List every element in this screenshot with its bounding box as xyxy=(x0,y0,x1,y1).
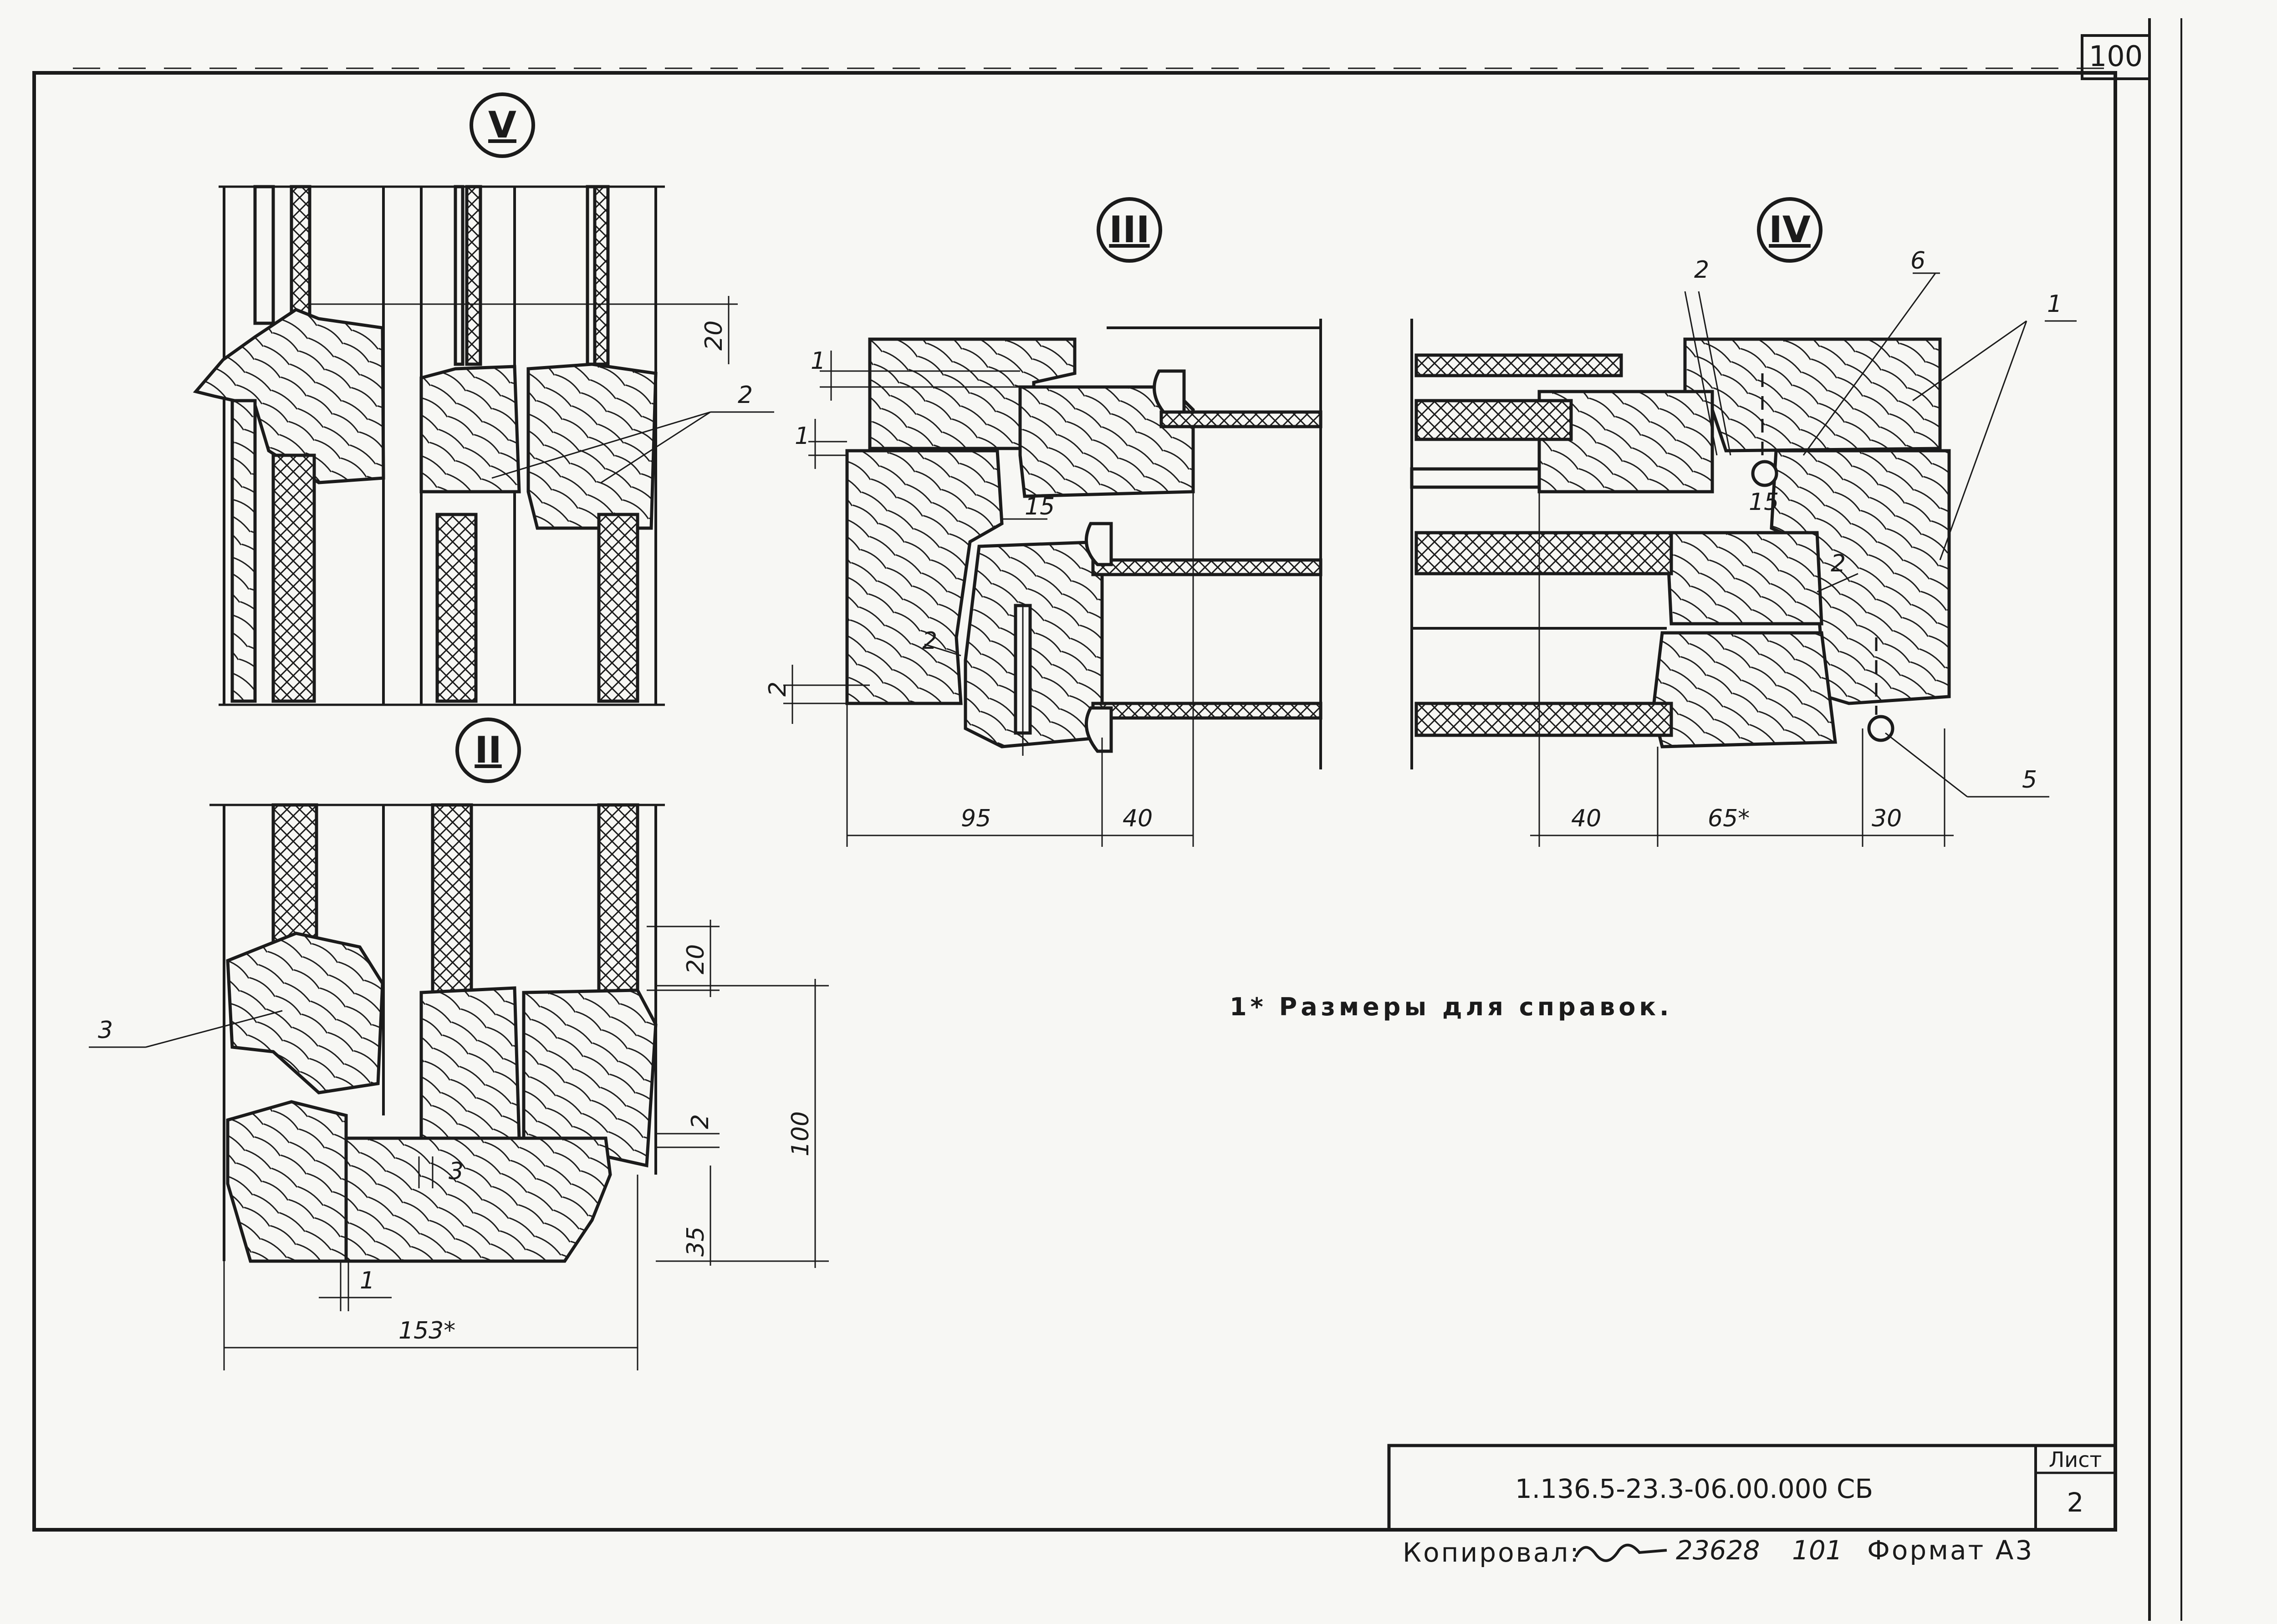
sheet-label: Лист xyxy=(2049,1447,2102,1472)
dim-iii-1a: 1 xyxy=(811,347,826,375)
format-label: Формат А3 xyxy=(1867,1535,2034,1566)
section-view-iv: IV 2 6 1 15 2 5 xyxy=(1410,197,2077,847)
view-marker-iv xyxy=(1757,197,1823,263)
dim-ii-20: 20 xyxy=(682,944,710,974)
page-number-box: 100 xyxy=(2081,34,2151,80)
dim-ii-153: 153* xyxy=(398,1317,455,1344)
dim-iv-15: 15 xyxy=(1749,489,1779,516)
callout-iv-1: 1 xyxy=(2047,290,2062,318)
view-marker-ii xyxy=(455,718,521,783)
callout-iv-2: 2 xyxy=(1831,550,1846,577)
page-number: 100 xyxy=(2089,40,2143,73)
footer: Копировал: 23628 101 Формат А3 xyxy=(1403,1535,2034,1568)
view-label-iii: III xyxy=(1109,209,1149,251)
view-label-ii: II xyxy=(475,729,502,771)
dim-ii-1: 1 xyxy=(360,1267,375,1294)
view-marker-iii xyxy=(1097,197,1162,263)
dim-iii-1b: 1 xyxy=(795,423,810,450)
dim-iii-95: 95 xyxy=(961,805,991,832)
reference-dimensions-note: 1* Размеры для справок. xyxy=(1230,993,1673,1021)
inventory-number: 23628 xyxy=(1676,1535,1760,1566)
callout-iii-2: 2 xyxy=(922,627,937,655)
dim-v-20: 20 xyxy=(700,321,728,351)
section-view-iii: III 1 1 15 2 2 xyxy=(764,197,1322,847)
view-label-iv: IV xyxy=(1769,209,1811,251)
extra-number: 101 xyxy=(1792,1535,1843,1566)
dim-iii-15: 15 xyxy=(1025,493,1055,520)
sheet-frame xyxy=(32,18,2182,1621)
dim-ii-2: 2 xyxy=(687,1114,714,1129)
dim-iv-65: 65* xyxy=(1708,805,1750,832)
dim-iii-40: 40 xyxy=(1123,805,1153,832)
document-designation: 1.136.5-23.3-06.00.000 СБ xyxy=(1515,1473,1873,1504)
section-view-v: V 20 2 xyxy=(193,92,774,706)
callout-v-2: 2 xyxy=(738,382,753,409)
title-block: 1.136.5-23.3-06.00.000 СБ Лист 2 xyxy=(1387,1444,2117,1532)
dim-iv-2: 2 xyxy=(1694,256,1709,284)
dim-ii-3: 3 xyxy=(449,1158,464,1185)
sheet-number: 2 xyxy=(2067,1487,2084,1518)
dim-ii-35: 35 xyxy=(682,1227,710,1257)
dim-iv-30: 30 xyxy=(1872,805,1902,832)
dim-ii-100: 100 xyxy=(787,1111,814,1156)
callout-iv-6: 6 xyxy=(1910,247,1925,275)
dim-iv-40: 40 xyxy=(1571,805,1601,832)
copier-signature xyxy=(1574,1543,1667,1562)
callout-iv-5: 5 xyxy=(2022,766,2037,794)
callout-ii-3: 3 xyxy=(98,1017,113,1044)
dim-iii-2: 2 xyxy=(764,682,791,697)
section-view-ii: II 20 100 2 35 3 xyxy=(89,718,829,1370)
view-marker-v xyxy=(470,92,535,158)
view-label-v: V xyxy=(488,104,516,146)
copied-label: Копировал: xyxy=(1403,1537,1581,1568)
